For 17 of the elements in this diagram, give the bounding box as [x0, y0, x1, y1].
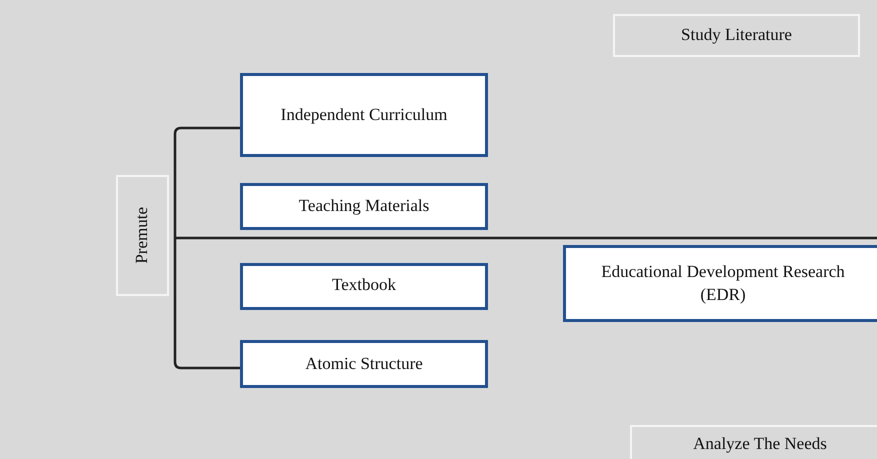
bracket-line: [174, 126, 240, 370]
process-box: [240, 340, 488, 388]
box-label: Analyze The Needs: [693, 433, 827, 455]
box-label: Premute: [131, 207, 152, 264]
process-box: [630, 425, 877, 459]
process-box: [240, 263, 488, 310]
process-box: [240, 183, 488, 230]
box-label: Teaching Materials: [298, 195, 430, 218]
box-label: Educational Development Research (EDR): [600, 260, 846, 306]
box-label: Study Literature: [681, 24, 792, 46]
process-box: [613, 14, 860, 57]
box-label: Textbook: [332, 274, 396, 296]
process-box: [240, 73, 488, 157]
process-box: [563, 245, 877, 322]
box-label: Independent Curriculum: [280, 104, 448, 126]
box-label: Atomic Structure: [305, 352, 423, 375]
label-box: [116, 175, 169, 296]
